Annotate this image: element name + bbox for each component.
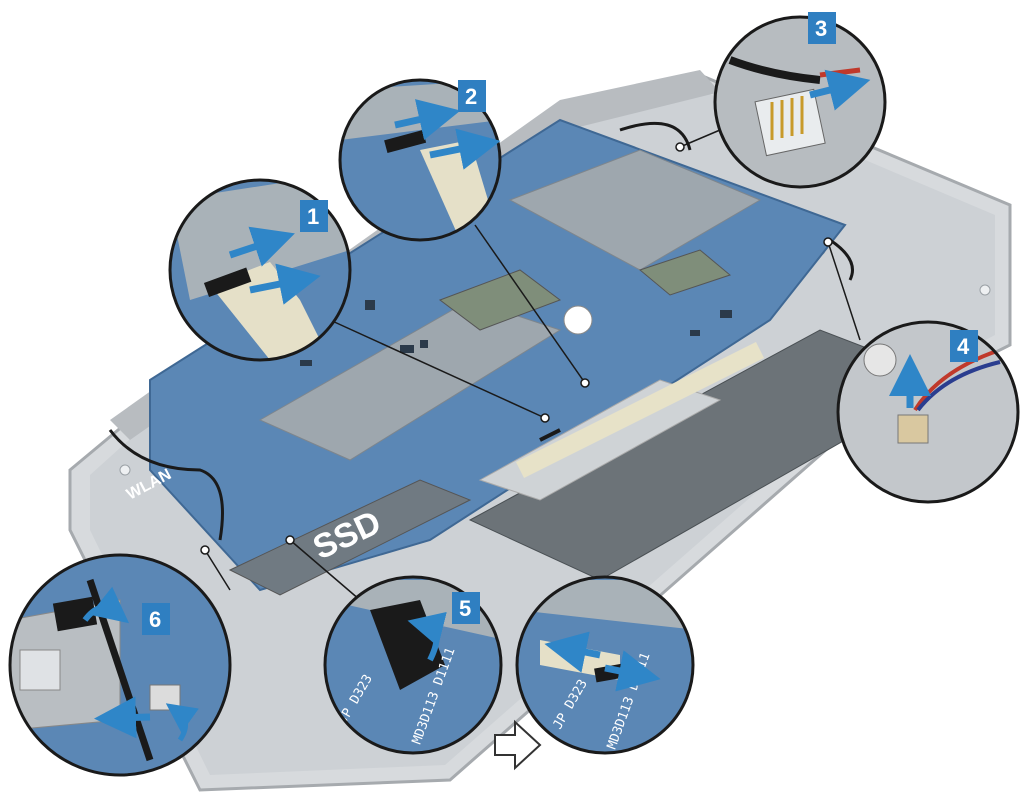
callout-step-5b: JP D323 MD3D113 D1111 [515, 575, 695, 755]
step-badge [300, 200, 328, 232]
callout-step-4: 4 [836, 320, 1020, 504]
dell-logo [563, 305, 593, 335]
svg-text:1: 1 [307, 204, 319, 229]
callout-step-1: 1 [168, 178, 352, 362]
curved-arrow-icon [165, 703, 199, 742]
svg-text:5: 5 [459, 596, 471, 621]
step-badge [808, 12, 836, 44]
svg-text:3: 3 [815, 16, 827, 41]
arrow-icon [94, 696, 151, 739]
callout-leader-lines [204, 129, 861, 601]
callout-step-3: 3 [713, 12, 887, 189]
motherboard: SSD WLAN [124, 118, 847, 596]
arrow-icon [604, 650, 661, 692]
step-badge [950, 330, 978, 362]
cables [108, 121, 854, 541]
arrow-icon [809, 69, 871, 111]
arrow-icon [544, 631, 601, 673]
step-badge [452, 592, 480, 624]
svg-text:4: 4 [957, 334, 970, 359]
step-badge [142, 603, 170, 635]
callout-step-6: 6 [8, 553, 232, 777]
arrow-icon [228, 226, 295, 267]
callout-step-5: JP D323 MD3D113 D1111 5 [323, 575, 503, 755]
curved-arrow-icon [82, 586, 130, 624]
arrow-icon [249, 263, 321, 305]
step-badge [458, 80, 486, 112]
callout-step-2: 2 [338, 78, 502, 242]
curved-arrow-icon [407, 611, 447, 662]
next-arrow-icon [494, 719, 542, 771]
arrow-icon [429, 128, 501, 170]
svg-text:6: 6 [149, 607, 161, 632]
arrow-icon [394, 99, 461, 141]
battery-area [468, 329, 952, 581]
svg-text:2: 2 [465, 84, 477, 109]
